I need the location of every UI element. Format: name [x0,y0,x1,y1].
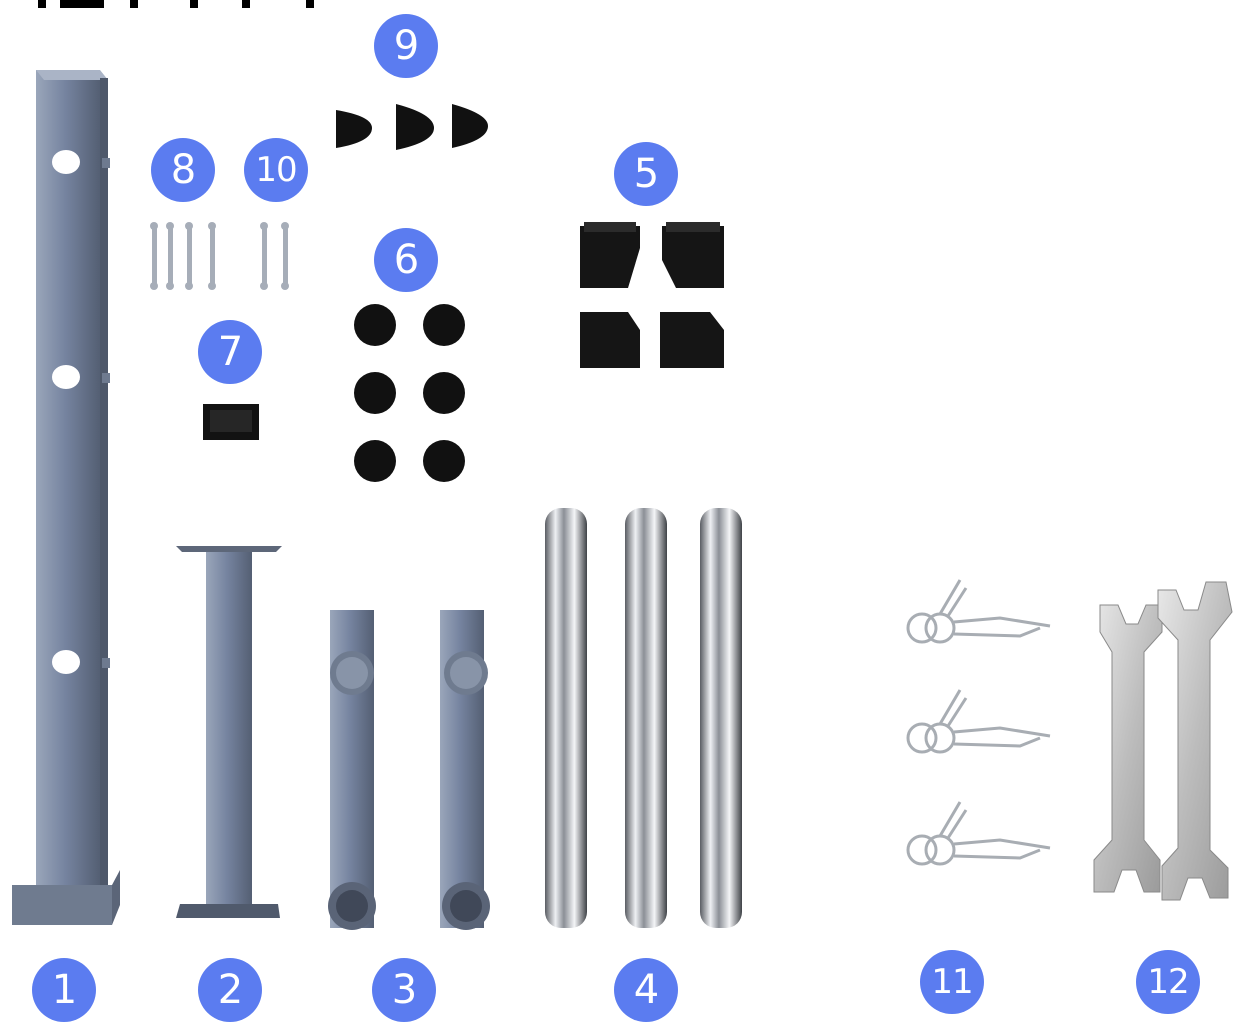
badge-9: 9 [374,14,438,78]
badge-1: 1 [32,958,96,1022]
badge-7: 7 [198,320,262,384]
part-4-chrome-tubes [545,508,742,928]
part-2-stand [176,546,282,918]
badge-12: 12 [1136,950,1200,1014]
part-5-corner-caps [580,222,724,368]
badge-2: 2 [198,958,262,1022]
part-1-post [12,70,120,925]
badge-6: 6 [374,228,438,292]
part-8-bolts [150,222,216,290]
part-7-square-cap [203,404,259,440]
part-9-triangle-caps [336,104,488,150]
part-3-brackets [328,610,490,930]
badge-10: 10 [244,138,308,202]
badge-8: 8 [151,138,215,202]
part-10-bolts [260,222,289,290]
badge-4: 4 [614,958,678,1022]
badge-11: 11 [920,950,984,1014]
badge-3: 3 [372,958,436,1022]
part-12-wrenches [1094,582,1232,900]
part-6-round-caps [354,304,465,482]
part-11-hose-clamps [908,580,1050,864]
badge-5: 5 [614,142,678,206]
